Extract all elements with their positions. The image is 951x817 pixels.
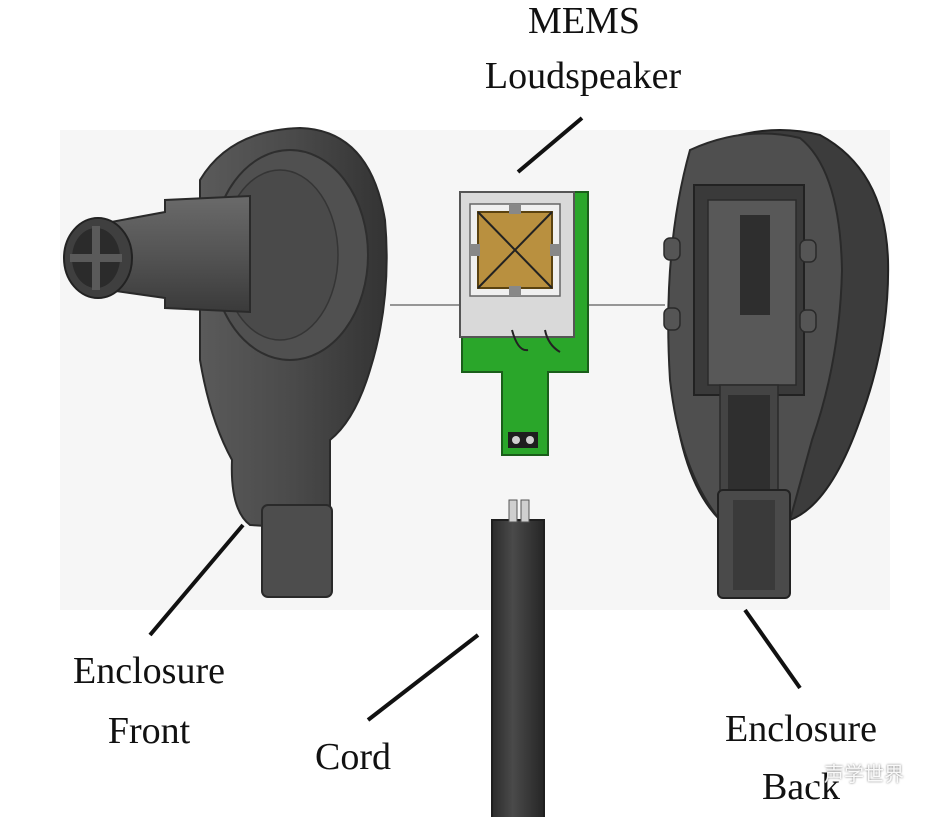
label-mems-line2: Loudspeaker [484, 55, 682, 97]
watermark: 声学世界 [788, 758, 904, 787]
watermark-text: 声学世界 [824, 762, 904, 786]
label-front-line1: Enclosure [73, 650, 225, 692]
label-mems-line1: MEMS [528, 0, 640, 42]
leader-line-cord [366, 633, 480, 722]
cord [491, 499, 545, 817]
leader-line-back [743, 608, 802, 690]
label-front-line2: Front [107, 710, 191, 752]
wechat-icon [788, 760, 817, 783]
label-cord: Cord [315, 736, 391, 778]
leader-line-front [148, 523, 245, 637]
enclosure-back [663, 129, 890, 599]
mems-loudspeaker [459, 191, 589, 456]
leader-line-mems [516, 116, 584, 174]
enclosure-front [63, 126, 388, 598]
label-back-line1: Enclosure [725, 708, 877, 750]
